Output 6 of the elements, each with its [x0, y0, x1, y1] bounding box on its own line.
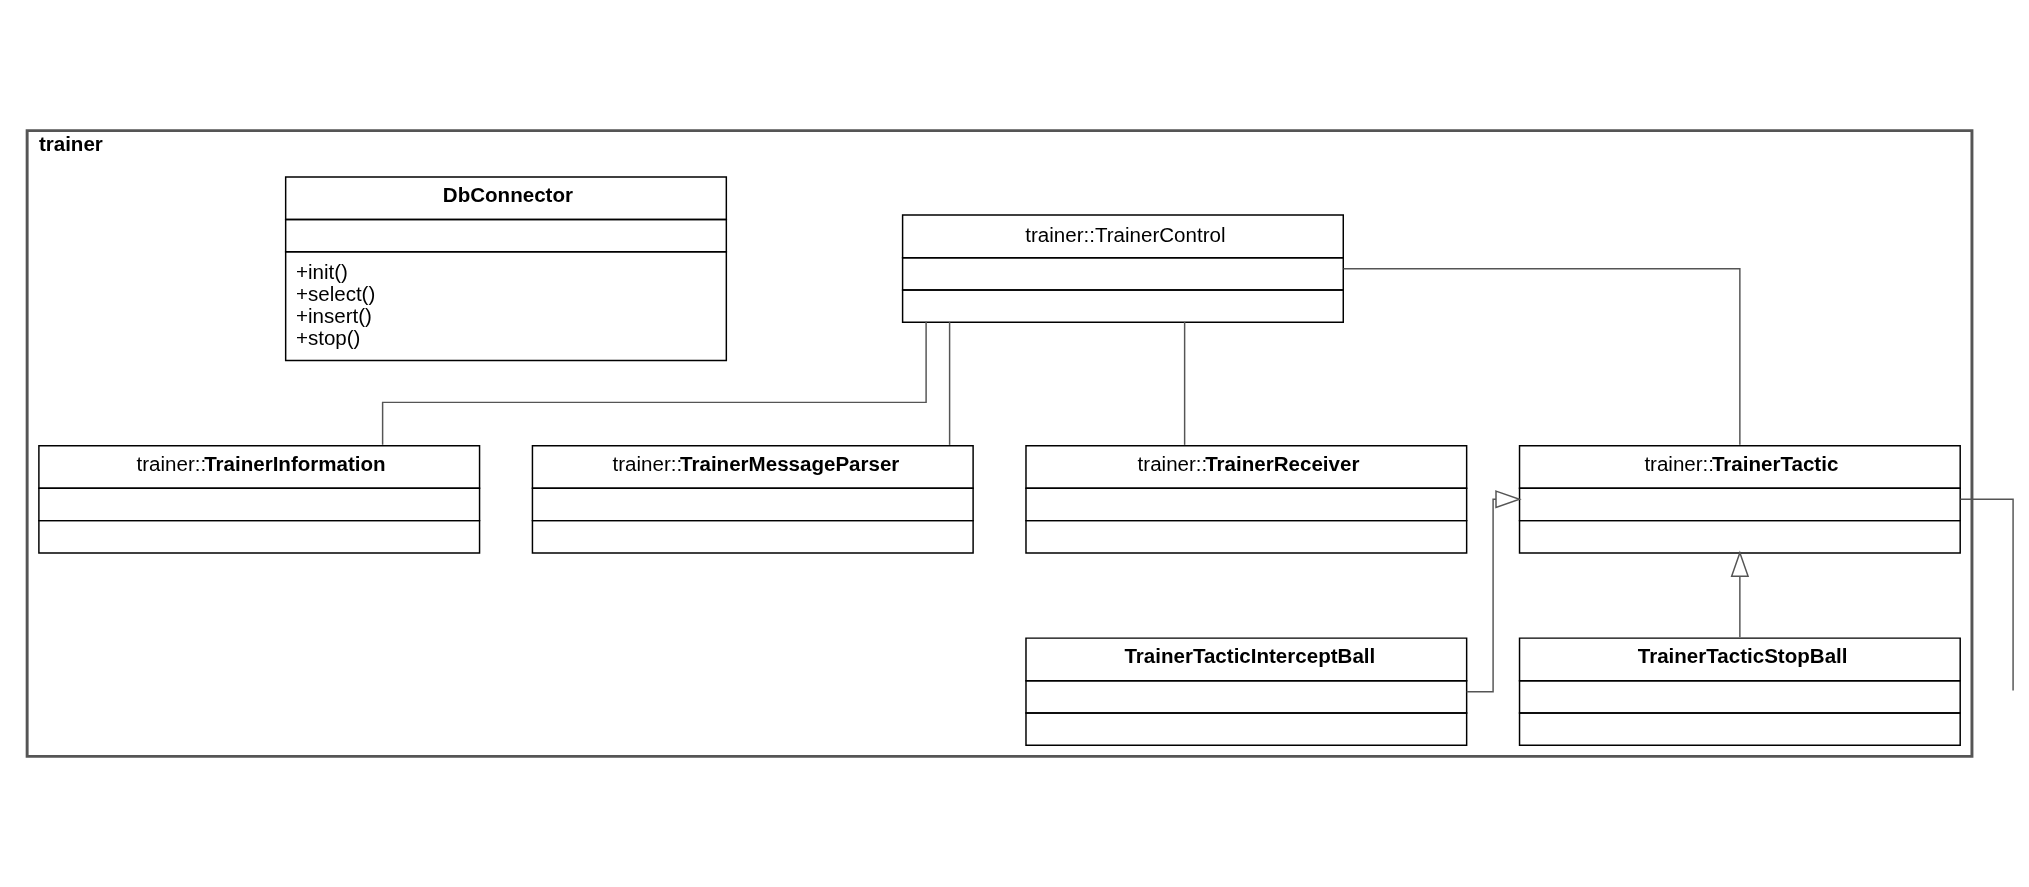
connector: [1183, 321, 1186, 446]
arrow: [1730, 550, 1750, 639]
connector: [381, 321, 927, 446]
connector: [1959, 498, 2014, 692]
connector: [948, 321, 951, 446]
connector: [1342, 267, 1741, 446]
